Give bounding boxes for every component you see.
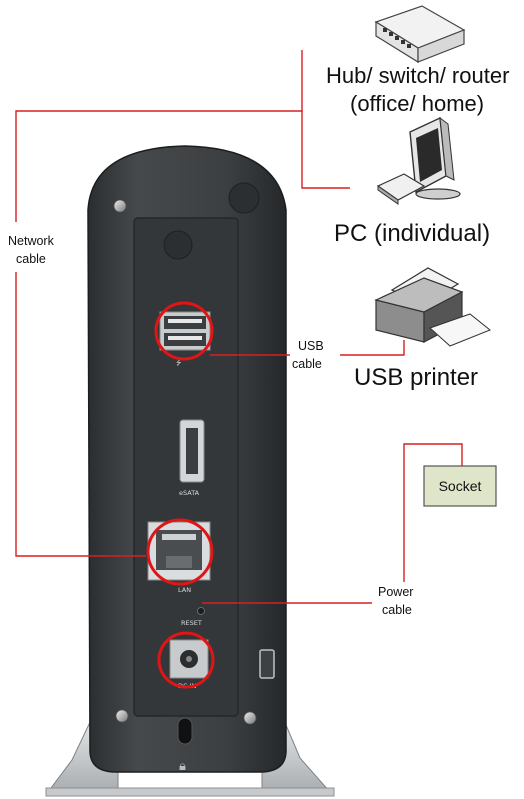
- lock-icon: 🔒︎: [179, 759, 186, 774]
- socket-label: Socket: [439, 478, 482, 494]
- network-switch-icon: [376, 6, 464, 62]
- esata-label: eSATA: [179, 489, 200, 497]
- printer-icon: [376, 268, 490, 346]
- screw-icon: [116, 710, 128, 722]
- power-cable-label-line2: cable: [382, 603, 412, 617]
- screw-icon: [114, 200, 126, 212]
- pc-label: PC (individual): [334, 220, 490, 247]
- network-cable-label-line1: Network: [8, 234, 55, 248]
- network-cable-label-line2: cable: [16, 252, 46, 266]
- hub-label-line2: (office/ home): [350, 91, 484, 116]
- pc-icon: [378, 118, 460, 204]
- lan-label: LAN: [178, 586, 191, 594]
- printer-label: USB printer: [354, 364, 478, 391]
- hub-label-line1: Hub/ switch/ router: [326, 63, 509, 88]
- screw-icon: [244, 712, 256, 724]
- usb-cable-label-line1: USB: [298, 339, 324, 353]
- reset-label: RESET: [181, 619, 202, 627]
- socket-box: Socket: [424, 466, 496, 506]
- usb-cable-label-line2: cable: [292, 357, 322, 371]
- power-switch: [260, 650, 274, 678]
- power-cable-label-line1: Power: [378, 585, 413, 599]
